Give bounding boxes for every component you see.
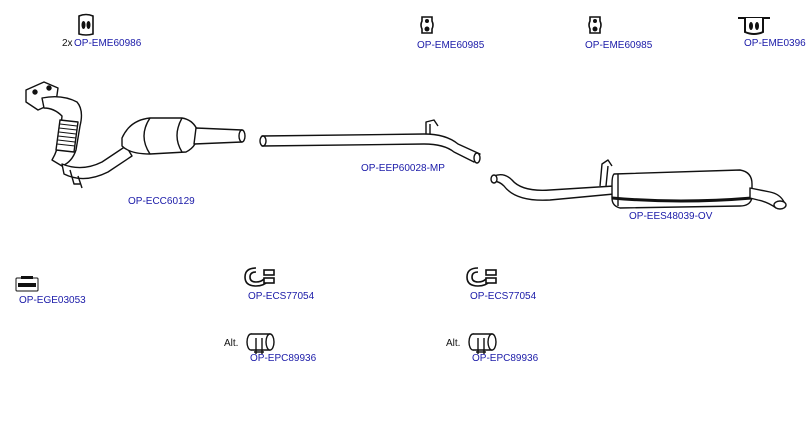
alternative-prefix: Alt. (224, 338, 239, 349)
part-code-ees48039-ov[interactable]: OP-EES48039-OV (629, 211, 713, 222)
part-code-eme60985[interactable]: OP-EME60985 (585, 40, 653, 51)
part-code-ecc60129[interactable]: OP-ECC60129 (128, 196, 195, 207)
part-code-eme60986[interactable]: OP-EME60986 (74, 38, 142, 49)
part-code-epc89936[interactable]: OP-EPC89936 (472, 353, 539, 364)
rubber-hanger-icon (588, 16, 602, 34)
rubber-hanger-icon (78, 13, 94, 36)
rubber-hanger-icon (738, 17, 770, 35)
exhaust-pipe-icon (259, 119, 481, 164)
gasket-icon (15, 276, 39, 292)
pipe-connector-icon (246, 333, 275, 354)
rubber-hanger-icon (420, 16, 434, 34)
part-code-ecs77054[interactable]: OP-ECS77054 (470, 291, 537, 302)
catalytic-converter-icon (25, 81, 246, 189)
pipe-connector-icon (468, 333, 497, 354)
part-code-eep60028-mp[interactable]: OP-EEP60028-MP (361, 163, 445, 174)
rear-silencer-icon (490, 159, 787, 210)
part-code-epc89936[interactable]: OP-EPC89936 (250, 353, 317, 364)
part-code-ege03053[interactable]: OP-EGE03053 (19, 295, 86, 306)
alternative-prefix: Alt. (446, 338, 461, 349)
quantity-prefix: 2x (62, 38, 73, 49)
part-code-eme60985[interactable]: OP-EME60985 (417, 40, 485, 51)
part-code-eme0396[interactable]: OP-EME0396 (744, 38, 806, 49)
clamp-icon (466, 267, 497, 287)
clamp-icon (244, 267, 275, 287)
part-code-ecs77054[interactable]: OP-ECS77054 (248, 291, 315, 302)
